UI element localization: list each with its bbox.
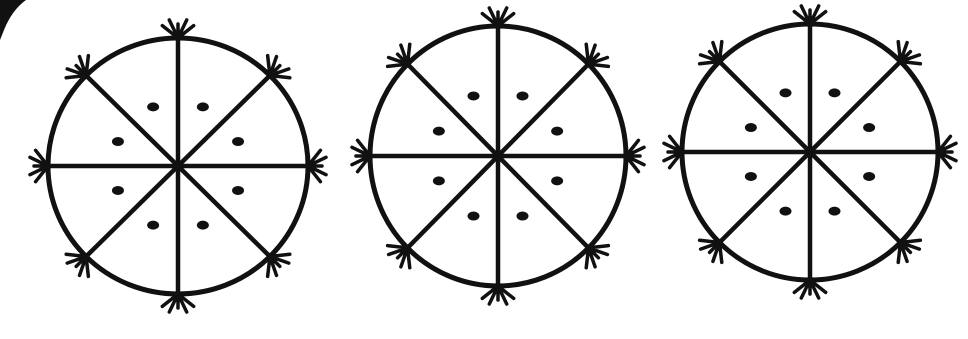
wheel-spoke: [719, 61, 810, 152]
wheel-spoke: [719, 152, 810, 243]
sector-dot: [232, 186, 244, 195]
wheel-spoke: [810, 61, 901, 152]
wheel-spoke: [178, 166, 270, 257]
sector-dot: [197, 221, 209, 230]
wheel-spoke: [498, 64, 589, 156]
sector-dot: [828, 88, 840, 97]
spoke-tuft: [898, 42, 920, 64]
sector-dot: [433, 127, 445, 136]
spoke-tuft: [664, 136, 682, 167]
sector-dot: [745, 172, 757, 181]
wheel-spoke: [810, 152, 901, 243]
sector-dot: [433, 176, 445, 185]
spoke-tuft: [700, 240, 722, 262]
sector-dot: [197, 102, 209, 111]
wheel-spoke: [178, 75, 270, 166]
sector-dot: [112, 186, 124, 195]
spoke-tuft: [30, 150, 48, 181]
sector-dot: [780, 207, 792, 216]
sector-dot: [468, 212, 480, 221]
spoke-tuft: [482, 8, 513, 26]
spoke-tuft: [162, 20, 193, 38]
wheel-spoke: [407, 64, 498, 156]
spoke-tuft: [586, 246, 608, 268]
sector-dot: [863, 172, 875, 181]
spoke-tuft: [700, 42, 722, 64]
sector-dot: [468, 91, 480, 100]
sector-dot: [863, 123, 875, 132]
wheel-3: [664, 6, 956, 298]
spoke-tuft: [268, 254, 290, 276]
wheel-spoke: [86, 166, 178, 257]
wheel-spoke: [498, 156, 589, 248]
spoke-tuft: [794, 280, 825, 298]
sector-dot: [745, 123, 757, 132]
wheel-2: [352, 8, 644, 304]
spoke-tuft: [586, 44, 608, 66]
sector-dot: [112, 137, 124, 146]
sector-dot: [780, 88, 792, 97]
sector-dot: [551, 176, 563, 185]
wheel-1: [30, 20, 326, 312]
spoke-tuft: [938, 136, 956, 167]
spoke-tuft: [268, 56, 290, 78]
sector-dot: [147, 221, 159, 230]
spoke-tuft: [66, 254, 88, 276]
sector-dot: [232, 137, 244, 146]
sector-dot: [147, 102, 159, 111]
sector-dot: [551, 127, 563, 136]
wheel-spoke: [86, 75, 178, 166]
spoke-tuft: [482, 286, 513, 304]
spoke-tuft: [794, 6, 825, 24]
spoke-tuft: [388, 246, 410, 268]
spoke-tuft: [308, 150, 326, 181]
wheel-spoke: [407, 156, 498, 248]
sector-dot: [828, 207, 840, 216]
spoke-tuft: [898, 240, 920, 262]
spoke-tuft: [388, 44, 410, 66]
spoke-tuft: [162, 294, 193, 312]
spoke-tuft: [352, 140, 370, 171]
sector-dot: [516, 212, 528, 221]
spoke-tuft: [66, 56, 88, 78]
sector-dot: [516, 91, 528, 100]
corner-arc: [0, 0, 26, 40]
spoke-tuft: [626, 140, 644, 171]
